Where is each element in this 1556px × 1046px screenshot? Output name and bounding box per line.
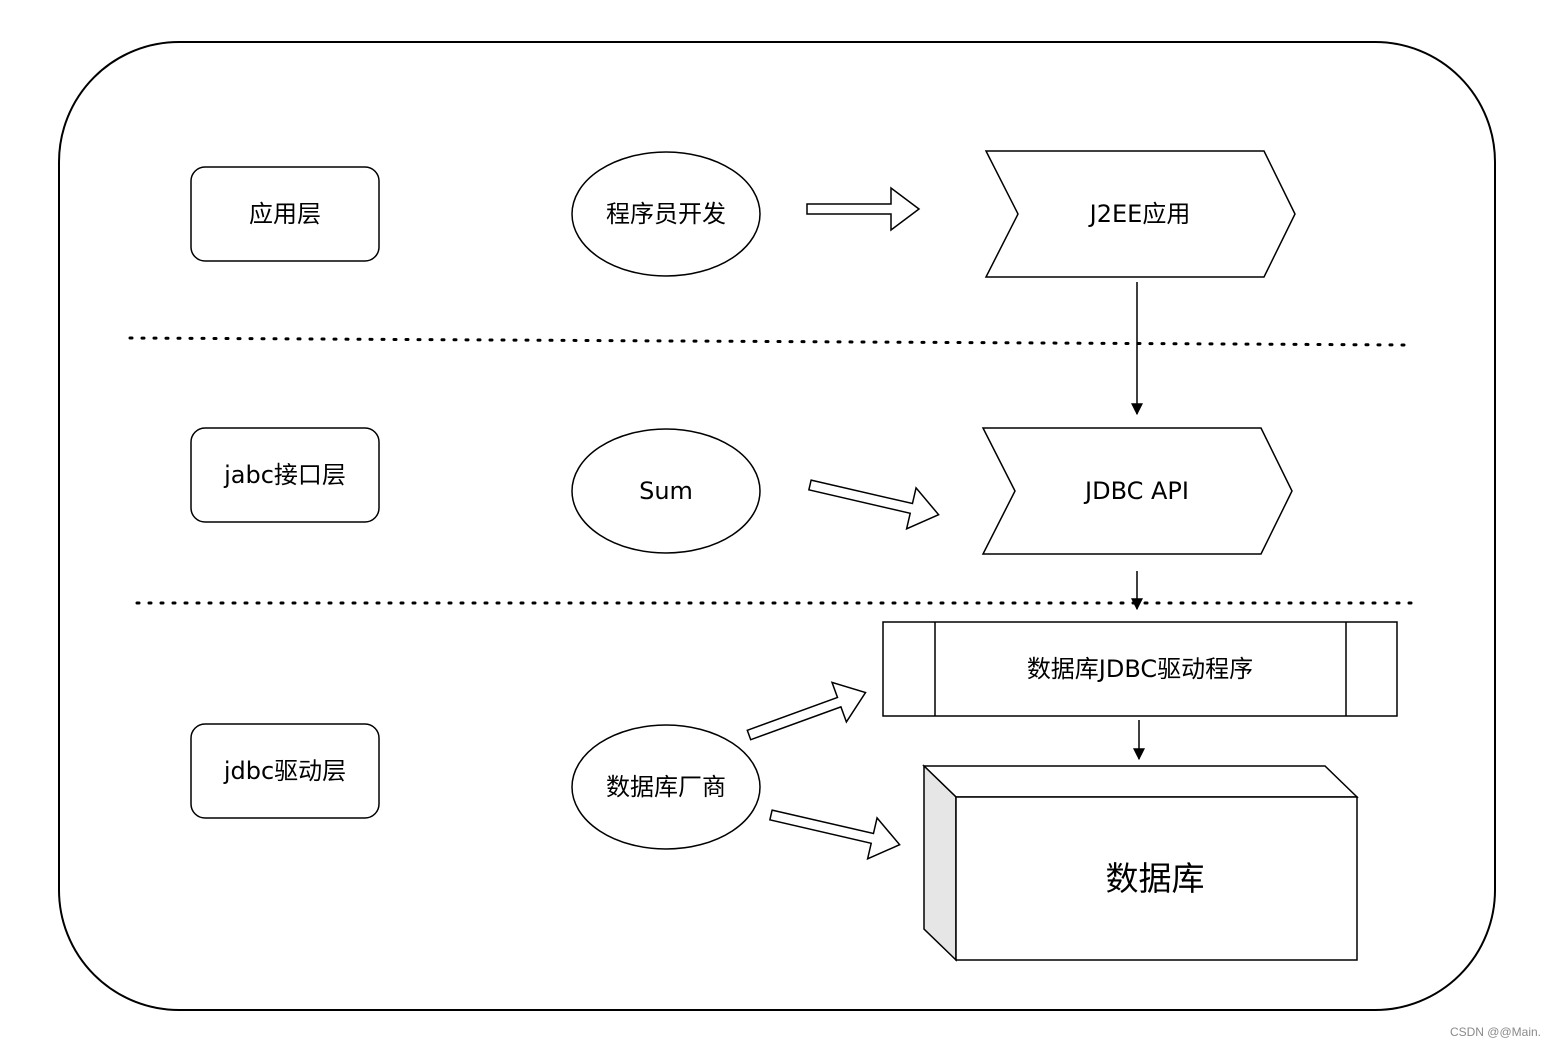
layer-box-application: 应用层	[190, 166, 380, 262]
actor-vendor: 数据库厂商	[571, 724, 761, 850]
actor-label-sun: Sum	[639, 477, 693, 505]
component-label-jdbc-api: JDBC API	[1083, 477, 1189, 505]
outer-container	[58, 41, 1496, 1011]
actor-developer: 程序员开发	[571, 151, 761, 277]
component-jdbc-api: JDBC API	[981, 427, 1293, 555]
layer-box-interface: jabc接口层	[190, 427, 380, 523]
component-jdbc-driver: 数据库JDBC驱动程序	[882, 621, 1398, 717]
component-label-jdbc-driver: 数据库JDBC驱动程序	[1027, 655, 1253, 683]
separator-top	[128, 336, 1412, 347]
component-label-j2ee-app: J2EE应用	[1088, 200, 1191, 228]
layer-box-driver: jdbc驱动层	[190, 723, 380, 819]
block-arrow-sun-to-api	[807, 479, 940, 531]
block-arrow-developer-to-j2ee	[806, 186, 921, 232]
actor-sun: Sum	[571, 428, 761, 554]
watermark-text: CSDN @@Main.	[1450, 1025, 1541, 1039]
actor-label-developer: 程序员开发	[606, 200, 726, 228]
block-arrow-vendor-to-database	[768, 809, 901, 861]
component-label-database: 数据库	[1106, 859, 1205, 898]
block-arrow-vendor-to-driver	[746, 681, 867, 741]
layer-label-application: 应用层	[249, 200, 321, 228]
component-j2ee-app: J2EE应用	[984, 150, 1296, 278]
layer-label-driver: jdbc驱动层	[223, 757, 346, 785]
layer-label-interface: jabc接口层	[223, 461, 346, 489]
actor-label-vendor: 数据库厂商	[606, 773, 726, 801]
component-database: 数据库	[922, 764, 1359, 962]
